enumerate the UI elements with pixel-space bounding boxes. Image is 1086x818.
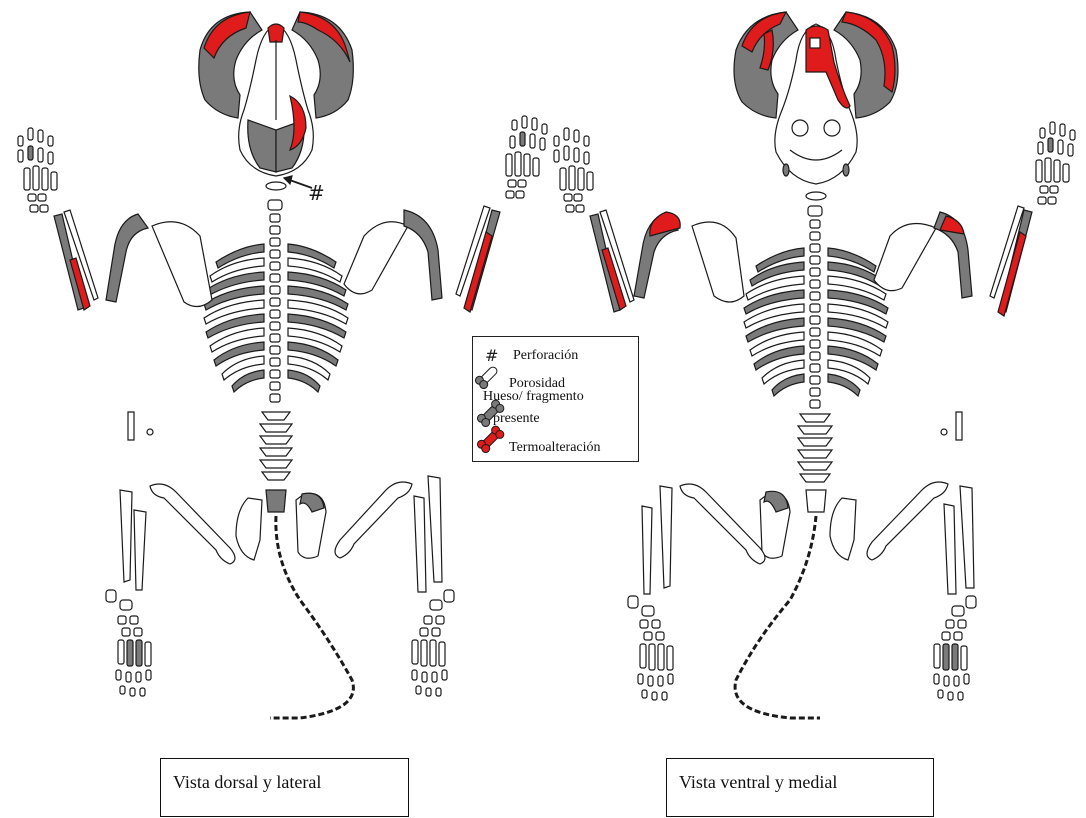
left-tibia-r2 bbox=[414, 496, 426, 592]
caption-ventral-medial-text: Vista ventral y medial bbox=[679, 773, 837, 791]
hash-icon: # bbox=[485, 346, 498, 365]
perforation-mark: # bbox=[308, 181, 325, 205]
left-tibia-r bbox=[428, 476, 442, 582]
left-hand-l bbox=[18, 128, 57, 212]
right-atlas bbox=[806, 192, 826, 200]
right-tibia-r bbox=[960, 486, 974, 588]
right-hand-r bbox=[1036, 122, 1075, 204]
right-femur-l bbox=[680, 484, 765, 564]
caption-dorsal-lateral: Vista dorsal y lateral bbox=[160, 758, 409, 817]
legend-label-thermoalteration: Termoalteración bbox=[509, 441, 601, 455]
left-femur-r bbox=[335, 482, 412, 558]
left-foot-l bbox=[106, 590, 151, 696]
legend-label-perforation: Perforación bbox=[513, 349, 578, 363]
left-scapula-r bbox=[344, 222, 408, 294]
legend-label-present-line2: presente bbox=[493, 412, 540, 426]
left-femur-l bbox=[150, 484, 235, 564]
right-femur-r bbox=[867, 482, 948, 560]
right-humerus-l-burnt bbox=[650, 212, 680, 236]
right-pelvis-r bbox=[830, 498, 856, 560]
left-vertebrae bbox=[260, 200, 292, 512]
caption-ventral-medial: Vista ventral y medial bbox=[666, 758, 934, 817]
left-tibia-l bbox=[120, 490, 132, 582]
right-scapula-l bbox=[692, 222, 744, 302]
left-tibia-l2 bbox=[134, 510, 146, 590]
left-hand-r bbox=[506, 116, 547, 198]
right-tibia-r2 bbox=[944, 504, 956, 594]
right-tibia-l bbox=[660, 486, 672, 588]
red-bone-icon bbox=[476, 424, 506, 454]
right-foot-l bbox=[628, 596, 673, 700]
left-pelvis-l bbox=[236, 498, 262, 560]
porous-bone-icon bbox=[474, 363, 501, 390]
left-foot-r bbox=[412, 590, 454, 696]
legend: # Perforación Porosidad bbox=[472, 336, 639, 462]
left-scapula-l bbox=[152, 222, 212, 307]
left-humerus-l bbox=[106, 214, 148, 302]
left-skeleton: # bbox=[18, 12, 547, 718]
right-hand-l bbox=[554, 128, 593, 212]
legend-label-present-line1: Hueso/ fragmento bbox=[483, 390, 584, 404]
left-atlas bbox=[266, 182, 286, 190]
caption-dorsal-lateral-text: Vista dorsal y lateral bbox=[173, 773, 321, 791]
right-tibia-l2 bbox=[642, 506, 652, 594]
left-skull-snout-burnt bbox=[268, 24, 284, 42]
right-scapula-r bbox=[874, 224, 936, 291]
left-clavicle bbox=[128, 412, 134, 440]
left-humerus-r bbox=[404, 210, 442, 300]
right-clavicle bbox=[956, 412, 962, 440]
right-foot-r bbox=[934, 596, 976, 700]
